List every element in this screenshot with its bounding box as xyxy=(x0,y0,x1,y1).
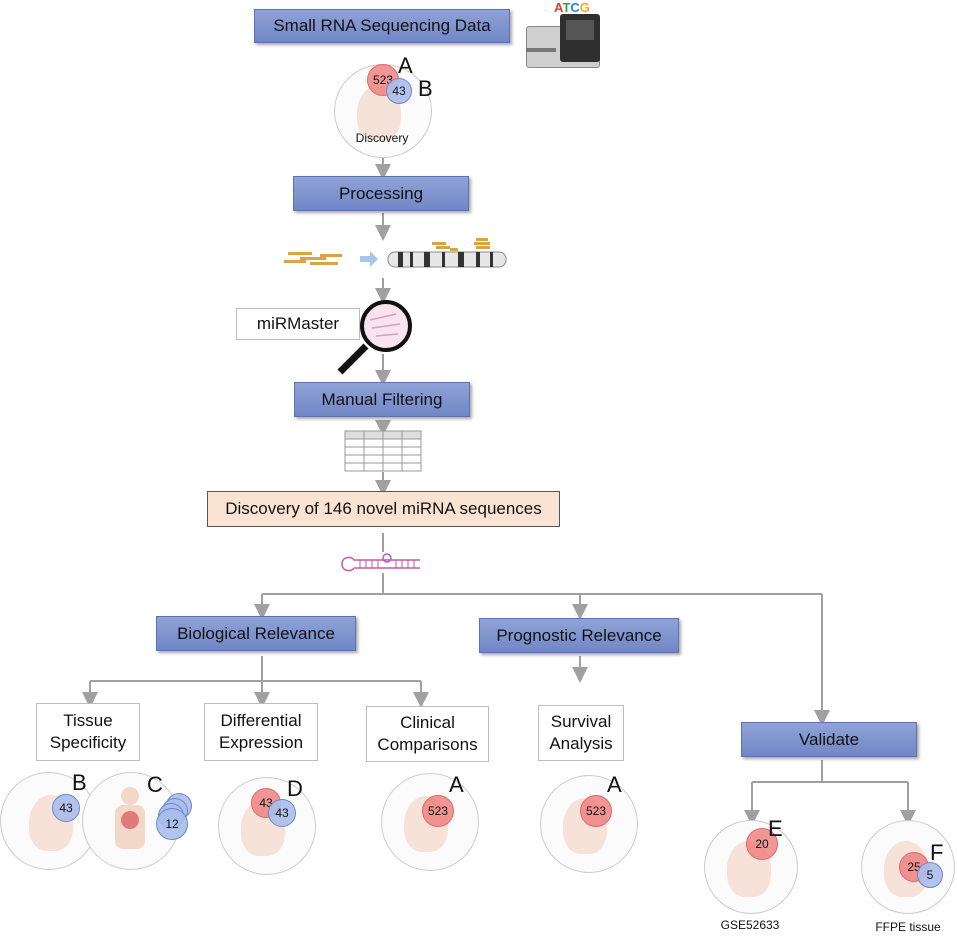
processing-box: Processing xyxy=(293,176,469,211)
cohort-circle-43-b: 43 xyxy=(52,794,80,822)
tissue-specificity-box: Tissue Specificity xyxy=(36,703,140,761)
survival-analysis-box: Survival Analysis xyxy=(538,705,624,761)
tissue-head-circle xyxy=(0,772,98,870)
clinical-label-1: Clinical xyxy=(400,713,455,732)
tissue-label-2: Specificity xyxy=(49,733,127,752)
survival-label-1: Survival xyxy=(550,712,612,731)
discovery-head-circle xyxy=(334,64,432,158)
label-a-survival: A xyxy=(607,772,622,797)
diff-label-1: Differential xyxy=(220,711,302,730)
small-rna-label: Small RNA Sequencing Data xyxy=(273,16,491,35)
prognostic-relevance-label: Prognostic Relevance xyxy=(496,625,662,645)
label-b-top: B xyxy=(418,76,433,101)
discovery-caption: Discovery xyxy=(355,131,409,145)
validate-label: Validate xyxy=(798,729,860,749)
tissue-label-1: Tissue xyxy=(63,711,113,730)
clinical-label-2: Comparisons xyxy=(377,735,478,754)
discovery-result-box: Discovery of 146 novel miRNA sequences xyxy=(207,491,560,527)
prognostic-relevance-box: Prognostic Relevance xyxy=(479,618,679,653)
cohort-circle-43: 43 xyxy=(386,78,412,104)
label-b: B xyxy=(72,770,87,795)
clinical-comparisons-box: Clinical Comparisons xyxy=(366,706,489,762)
magnifier-icon xyxy=(337,300,412,375)
label-c: C xyxy=(147,772,163,797)
label-e: E xyxy=(768,816,783,841)
biological-relevance-box: Biological Relevance xyxy=(156,616,356,651)
sequencer-icon: ATCG xyxy=(520,0,602,72)
small-rna-sequencing-box: Small RNA Sequencing Data xyxy=(254,9,510,43)
survival-head-circle xyxy=(540,775,638,873)
cohort-circle-523-clinical: 523 xyxy=(422,795,454,827)
gse-caption: GSE52633 xyxy=(720,918,780,932)
label-a-clinical: A xyxy=(449,772,464,797)
ffpe-caption: FFPE tissue xyxy=(875,920,941,934)
atcg-label: ATCG xyxy=(554,0,590,15)
diff-label-2: Expression xyxy=(218,733,304,752)
label-d: D xyxy=(287,776,303,801)
mirmaster-box: miRMaster xyxy=(236,308,360,340)
manual-filtering-label: Manual Filtering xyxy=(321,389,443,409)
cohort-circle-523-survival: 523 xyxy=(580,795,612,827)
differential-expression-box: Differential Expression xyxy=(204,703,318,761)
cohort-circle-5: 5 xyxy=(917,862,943,888)
cohort-circle-20: 20 xyxy=(746,828,778,860)
manual-filtering-box: Manual Filtering xyxy=(294,382,470,417)
cohort-circle-43-blue: 43 xyxy=(268,799,296,827)
mirmaster-label: miRMaster xyxy=(256,314,340,333)
table-icon xyxy=(344,430,422,472)
survival-label-2: Analysis xyxy=(549,734,613,753)
read-mapping-icon xyxy=(284,238,507,268)
cohort-circle-12: 12 xyxy=(156,808,188,840)
processing-label: Processing xyxy=(338,183,424,203)
discovery-result-label: Discovery of 146 novel miRNA sequences xyxy=(225,499,542,518)
validate-box: Validate xyxy=(741,722,917,757)
mirna-hairpin-icon xyxy=(341,553,420,572)
diff-head-circle xyxy=(218,777,316,875)
label-a-top: A xyxy=(398,53,413,78)
body-icon xyxy=(115,805,145,849)
biological-relevance-label: Biological Relevance xyxy=(177,623,335,643)
label-f: F xyxy=(930,840,944,865)
